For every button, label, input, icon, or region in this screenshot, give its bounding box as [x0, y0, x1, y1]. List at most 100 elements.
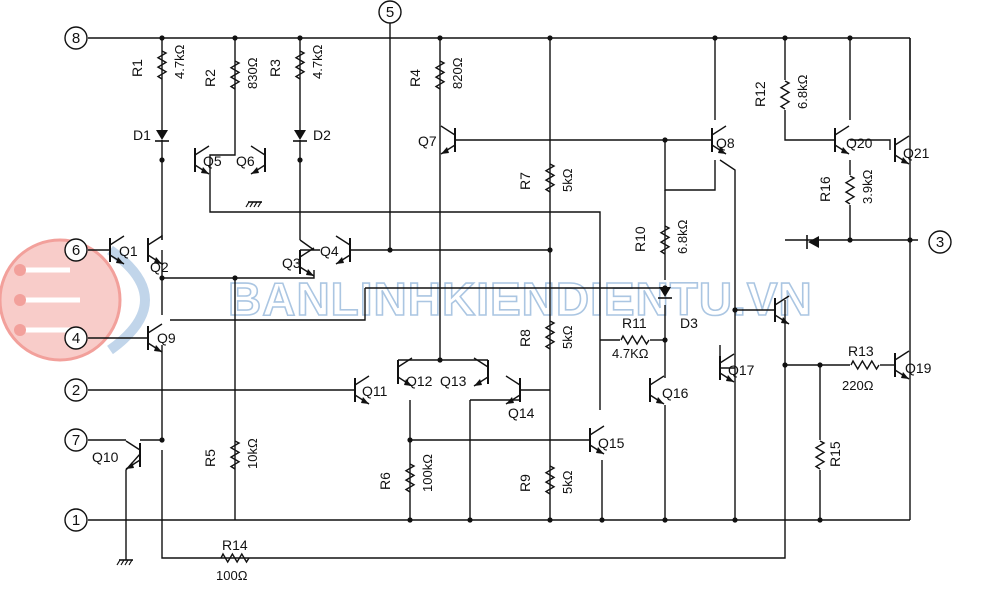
- resistor-r7-name: R7: [517, 172, 533, 190]
- transistor-q6: [250, 145, 266, 175]
- transistor-q15: [589, 425, 605, 455]
- resistor-r11-name: R11: [622, 315, 647, 331]
- transistor-q13: [473, 357, 489, 387]
- transistor-q2: [147, 235, 163, 265]
- resistor-r9-name: R9: [517, 474, 533, 492]
- transistor-q6-label: Q6: [236, 153, 255, 169]
- resistor-r14: [220, 552, 250, 564]
- watermark-text: BANLINHKIENDIENTU.VN: [228, 273, 813, 325]
- transistor-q9-label: Q9: [157, 330, 176, 346]
- resistor-r14-name: R14: [222, 537, 248, 553]
- transistor-q15-label: Q15: [598, 435, 625, 451]
- transistor-q19: [774, 295, 790, 325]
- transistor-q4-label: Q4: [320, 243, 339, 259]
- pin-7[interactable]: 7: [64, 428, 88, 452]
- transistor-q17-label: Q17: [728, 362, 755, 378]
- pin-4[interactable]: 4: [64, 326, 88, 350]
- pin-6[interactable]: 6: [64, 238, 88, 262]
- resistor-r2-name: R2: [202, 69, 218, 87]
- resistor-r3-name: R3: [267, 59, 283, 77]
- resistor-r3: [294, 50, 306, 80]
- pin-label: 4: [72, 330, 80, 347]
- resistor-r11-value: 4.7KΩ: [612, 346, 649, 361]
- resistor-r6-value: 100kΩ: [420, 454, 435, 492]
- resistor-r12: [779, 80, 791, 110]
- transistor-q16: [649, 375, 665, 405]
- transistor-q20: [834, 125, 850, 155]
- diode-d1-label: D1: [133, 127, 151, 143]
- transistor-q17: [719, 353, 735, 383]
- resistor-r10-value: 6.8kΩ: [675, 219, 690, 254]
- transistor-q2-label: Q2: [150, 259, 169, 275]
- resistor-r4-name: R4: [407, 69, 423, 87]
- transistor-q8: [711, 125, 727, 155]
- diode-d3: [658, 287, 672, 299]
- transistor-q5: [194, 145, 210, 175]
- pin-label: 5: [386, 4, 394, 21]
- transistor-q1: [109, 235, 125, 265]
- pin-5[interactable]: 5: [378, 0, 402, 24]
- watermark: BANLINHKIENDIENTU.VN: [0, 238, 813, 362]
- resistor-r16: [844, 175, 856, 205]
- resistor-r4-value: 820Ω: [450, 57, 465, 89]
- resistor-r7: [544, 163, 556, 193]
- transistor-q7: [440, 125, 456, 155]
- pin-2[interactable]: 2: [64, 378, 88, 402]
- pin-8[interactable]: 8: [64, 26, 88, 50]
- resistor-r10: [659, 225, 671, 255]
- resistor-r2-value: 830Ω: [245, 57, 260, 89]
- resistor-r16-name: R16: [817, 176, 833, 202]
- transistor-q10: [125, 440, 141, 470]
- transistor-q16-label: Q16: [662, 385, 689, 401]
- ground-icon: [116, 559, 133, 566]
- pin-label: 7: [72, 432, 80, 449]
- transistor-q9: [147, 323, 163, 353]
- diode-d2: [293, 130, 307, 142]
- pin-label: 2: [72, 382, 80, 399]
- resistor-r16-value: 3.9kΩ: [860, 169, 875, 204]
- transistor-q12-label: Q12: [406, 373, 433, 389]
- resistor-r7-value: 5kΩ: [560, 168, 575, 192]
- resistor-r3-value: 4.7kΩ: [310, 44, 325, 79]
- resistor-r2: [229, 60, 241, 90]
- resistor-r5-value: 10kΩ: [245, 438, 260, 469]
- resistor-r14-value: 100Ω: [216, 568, 248, 583]
- resistor-r13: [850, 359, 880, 371]
- pin-label: 3: [936, 234, 944, 251]
- resistor-r5: [229, 440, 241, 470]
- transistor-q10-label: Q10: [92, 449, 119, 465]
- resistor-r1-name: R1: [129, 59, 145, 77]
- transistor-q1-label: Q1: [119, 243, 138, 259]
- diode-d1: [155, 130, 169, 142]
- resistor-r15-name: R15: [827, 441, 843, 467]
- transistor-q11: [354, 375, 370, 405]
- resistor-r13-value: 220Ω: [842, 378, 874, 393]
- pin-label: 8: [72, 30, 80, 47]
- pin-1[interactable]: 1: [64, 508, 88, 532]
- transistor-q8-label: Q8: [716, 135, 735, 151]
- watermark-logo-icon: [0, 238, 150, 362]
- resistor-r6: [404, 463, 416, 493]
- transistor-q3-label: Q3: [282, 255, 301, 271]
- transistor-q20-label: Q20: [846, 135, 873, 151]
- transistor-q7-label: Q7: [418, 133, 437, 149]
- resistor-r6-name: R6: [377, 472, 393, 490]
- transistor-q12: [397, 357, 413, 387]
- transistor-q11-label: Q11: [362, 383, 388, 399]
- pin-3[interactable]: 3: [928, 230, 952, 254]
- resistor-r5-name: R5: [202, 449, 218, 467]
- resistor-r9: [544, 465, 556, 495]
- resistor-r8-value: 5kΩ: [560, 325, 575, 349]
- transistor-q19-label: Q19: [905, 360, 932, 376]
- transistor-q14: [505, 375, 521, 405]
- diode-d2-label: D2: [313, 127, 331, 143]
- transistor-q14-label: Q14: [508, 405, 535, 421]
- resistor-r10-name: R10: [632, 226, 648, 252]
- transistor-q21-label: Q21: [903, 145, 930, 161]
- transistor-q13-label: Q13: [440, 373, 467, 389]
- resistor-r12-name: R12: [752, 81, 768, 107]
- diode-d3-label: D3: [680, 315, 698, 331]
- resistor-r13-name: R13: [848, 343, 874, 359]
- transistor-q3: [299, 247, 315, 277]
